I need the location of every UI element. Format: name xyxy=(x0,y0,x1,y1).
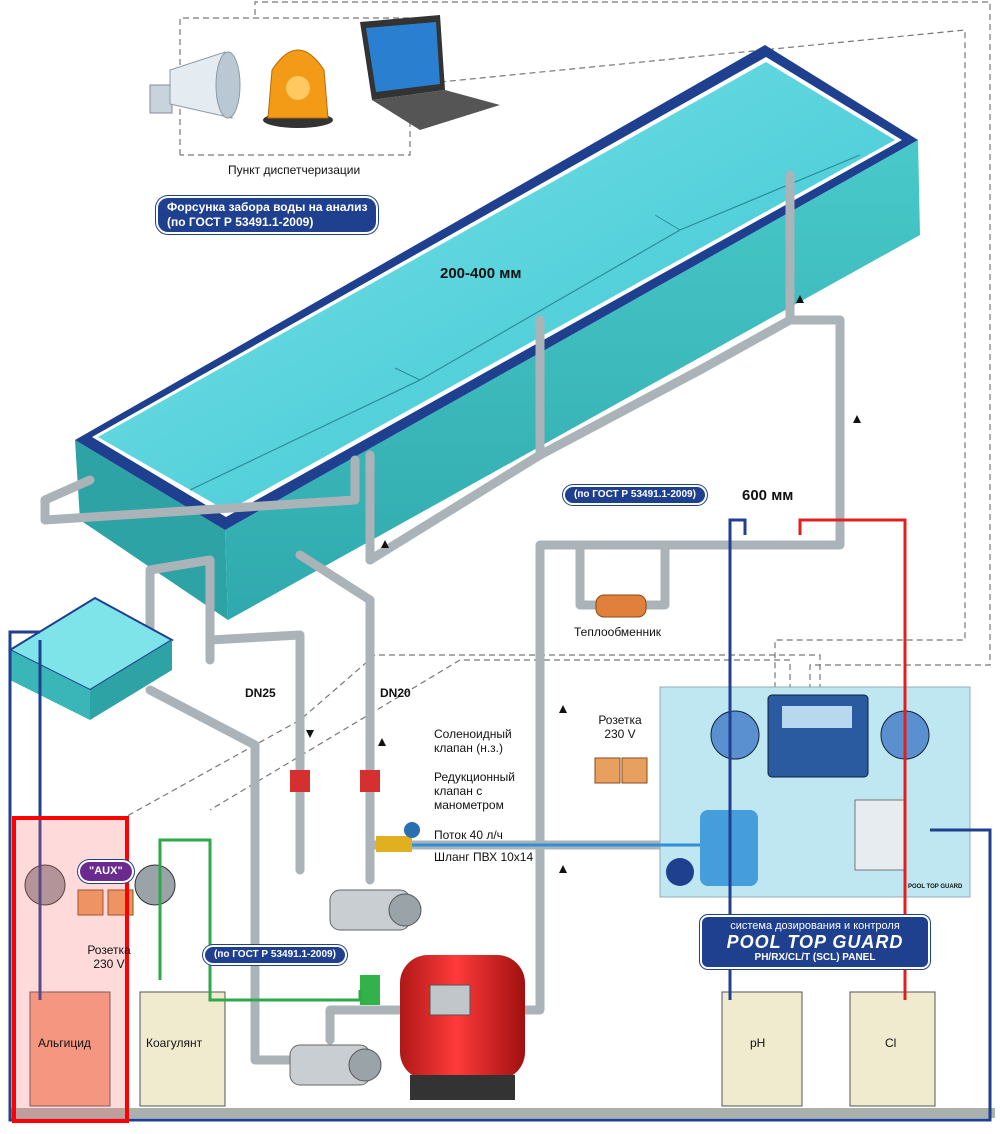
nozzle-line1: Форсунка забора воды на анализ xyxy=(167,200,368,214)
pool xyxy=(75,45,920,620)
socket-right-line1: Розетка xyxy=(598,713,642,727)
nozzle-badge: Форсунка забора воды на анализ (по ГОСТ … xyxy=(158,198,377,232)
reducer-line3: манометром xyxy=(434,798,504,812)
system-line1: система дозирования и контроля xyxy=(730,920,900,932)
circulation-pump xyxy=(329,889,422,931)
dn25-label: DN25 xyxy=(245,686,276,700)
grey-pipework xyxy=(40,170,845,1065)
red-line xyxy=(798,518,907,1000)
socket-left-line1: Розетка xyxy=(87,943,131,957)
reducer-label: Редукционный клапан с манометром xyxy=(434,770,515,812)
nozzle-line2: (по ГОСТ Р 53491.1-2009) xyxy=(167,215,314,229)
control-panel xyxy=(659,686,971,898)
filter-pump xyxy=(289,1044,382,1086)
solenoid-line1: Соленоидный xyxy=(434,727,512,741)
system-line2: POOL TOP GUARD xyxy=(726,932,904,952)
socket-left-line2: 230 V xyxy=(93,957,125,971)
panel-mini-label: POOL TOP GUARD xyxy=(908,884,963,890)
wall-sockets xyxy=(77,757,648,916)
heat-exchanger-label: Теплообменник xyxy=(574,625,662,639)
dn20-label: DN20 xyxy=(380,686,411,700)
socket-right-line2: 230 V xyxy=(604,727,636,741)
depth-label: 200-400 мм xyxy=(440,265,522,282)
dosing-pumps xyxy=(24,864,176,906)
solenoid-line2: клапан (н.з.) xyxy=(434,741,503,755)
chemical-tanks xyxy=(29,991,936,1107)
aux-badge: "AUX" xyxy=(80,862,132,881)
socket-left-label: Розетка 230 V xyxy=(80,943,138,971)
sand-filter xyxy=(400,955,525,1100)
tank-algicide: Альгицид xyxy=(38,1036,91,1050)
hose-label: Шланг ПВХ 10х14 xyxy=(434,850,534,864)
sensor-distance: 600 мм xyxy=(742,487,794,504)
coagulant-gost-badge: (по ГОСТ Р 53491.1-2009) xyxy=(205,947,345,963)
heat-exchanger xyxy=(595,594,647,618)
flow-label: Поток 40 л/ч xyxy=(434,828,503,842)
reducer-line1: Редукционный xyxy=(434,770,515,784)
siren-icon xyxy=(149,51,241,119)
green-line xyxy=(158,838,362,1002)
flow-arrows xyxy=(306,295,861,873)
beacon-icon xyxy=(263,49,333,128)
ground-bar xyxy=(10,1108,995,1118)
overflow-tank xyxy=(7,596,174,720)
dispatch-label: Пункт диспетчеризации xyxy=(228,163,361,177)
tank-coagulant: Коагулянт xyxy=(146,1036,203,1050)
socket-right-label: Розетка 230 V xyxy=(590,713,650,741)
algicide-highlight-box xyxy=(12,816,129,1123)
valves xyxy=(290,770,420,1005)
system-badge: система дозирования и контроля POOL TOP … xyxy=(702,917,928,967)
solenoid-label: Соленоидный клапан (н.з.) xyxy=(434,727,512,755)
laptop-icon xyxy=(360,15,500,130)
system-line3: PH/RX/CL/T (SCL) PANEL xyxy=(754,952,876,963)
reducer-line2: клапан с xyxy=(434,784,483,798)
dashed-control-lines xyxy=(119,1,991,821)
tank-cl: Cl xyxy=(885,1036,897,1050)
tank-ph: pH xyxy=(750,1036,766,1050)
sensor-gost-badge: (по ГОСТ Р 53491.1-2009) xyxy=(565,487,705,503)
